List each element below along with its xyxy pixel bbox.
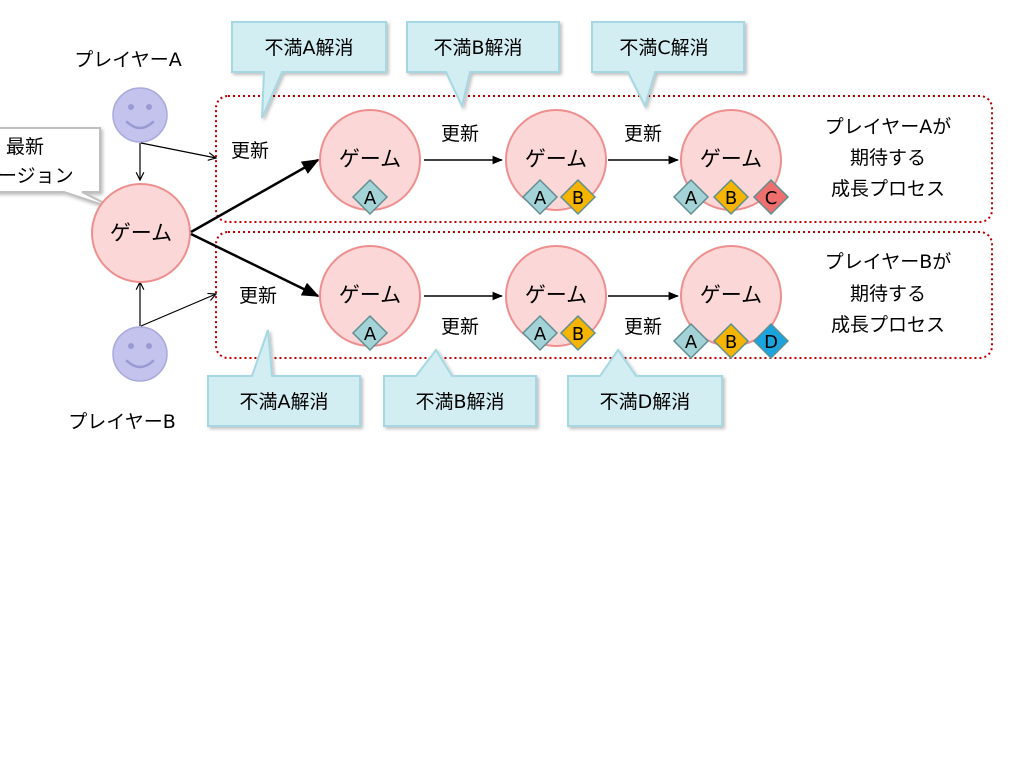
player-a-face-icon bbox=[112, 87, 168, 143]
connector-a-to-update bbox=[140, 142, 216, 158]
branch-arrow-a bbox=[190, 158, 320, 234]
callout-top-2-text: 不満B解消 bbox=[433, 37, 522, 59]
callout-bottom-2-text: 不満B解消 bbox=[415, 391, 504, 413]
row-a-game-1-badge-a: A bbox=[351, 178, 389, 216]
row-a-caption-line3: 成長プロセス bbox=[831, 178, 945, 200]
row-a-caption-line1: プレイヤーAが bbox=[825, 116, 951, 138]
row-a-game-1-label: ゲーム bbox=[339, 147, 401, 171]
row-b-game-3-badge-b: B bbox=[712, 322, 750, 360]
root-game-node: ゲーム bbox=[91, 183, 191, 283]
row-b-game-3: ゲーム bbox=[680, 245, 782, 347]
update-label-b-0: 更新 bbox=[239, 285, 277, 307]
row-a-game-1-badge-a-text: A bbox=[364, 188, 377, 209]
row-a-game-3-badge-a-text: A bbox=[685, 188, 698, 209]
row-a-caption: プレイヤーAが 期待する 成長プロセス bbox=[825, 116, 951, 200]
row-a-caption-line2: 期待する bbox=[850, 147, 926, 169]
player-a-process-box bbox=[215, 95, 993, 223]
row-b-game-3-badge-a-text: A bbox=[685, 332, 698, 353]
callout-bottom-1-text: 不満A解消 bbox=[240, 391, 329, 413]
row-a-game-3-badge-c-text: C bbox=[765, 188, 778, 209]
row-b-caption-line3: 成長プロセス bbox=[831, 314, 945, 336]
callout-top-3-text: 不満C解消 bbox=[619, 37, 708, 59]
callout-bottom-2: 不満B解消 bbox=[383, 348, 537, 427]
callout-bottom-3: 不満D解消 bbox=[567, 348, 723, 427]
row-a-game-2-badge-b-text: B bbox=[572, 188, 584, 209]
latest-version-line2: ージョン bbox=[0, 165, 74, 187]
latest-version-callout: 最新 ージョン bbox=[0, 127, 119, 211]
row-a-game-2-badge-b: B bbox=[559, 178, 597, 216]
update-label-a-1: 更新 bbox=[441, 123, 479, 145]
row-b-game-1-label: ゲーム bbox=[339, 283, 401, 307]
latest-version-line1: 最新 bbox=[6, 136, 44, 158]
callout-top-1: 不満A解消 bbox=[231, 21, 387, 119]
player-a-label: プレイヤーA bbox=[74, 49, 181, 71]
row-a-game-2-badge-a: A bbox=[521, 178, 559, 216]
callout-bottom-1: 不満A解消 bbox=[207, 329, 361, 427]
update-label-a-2: 更新 bbox=[624, 123, 662, 145]
row-b-game-3-badge-a: A bbox=[672, 322, 710, 360]
row-a-game-3: ゲーム bbox=[680, 109, 782, 211]
row-b-game-1: ゲーム bbox=[319, 245, 421, 347]
row-b-game-3-badge-d: D bbox=[752, 322, 790, 360]
row-a-game-3-badge-b: B bbox=[712, 178, 750, 216]
callout-top-3: 不満C解消 bbox=[591, 21, 745, 109]
connector-b-to-update bbox=[140, 294, 216, 327]
row-b-game-2-badge-b: B bbox=[559, 314, 597, 352]
row-a-game-3-label: ゲーム bbox=[700, 147, 762, 171]
row-b-game-2-label: ゲーム bbox=[525, 283, 587, 307]
update-label-a-0: 更新 bbox=[231, 140, 269, 162]
player-b-label: プレイヤーB bbox=[68, 411, 175, 433]
row-b-game-3-label: ゲーム bbox=[700, 283, 762, 307]
row-a-game-3-badge-c: C bbox=[752, 178, 790, 216]
row-b-caption-line2: 期待する bbox=[850, 283, 926, 305]
row-b-caption-line1: プレイヤーBが bbox=[825, 251, 951, 273]
row-b-game-1-badge-a: A bbox=[351, 314, 389, 352]
row-a-game-2-badge-a-text: A bbox=[534, 188, 547, 209]
callout-bottom-3-text: 不満D解消 bbox=[600, 391, 691, 413]
callout-top-2: 不満B解消 bbox=[406, 21, 560, 110]
row-b-game-2-badge-a-text: A bbox=[534, 324, 547, 345]
update-label-b-1: 更新 bbox=[441, 316, 479, 338]
row-a-game-2-label: ゲーム bbox=[525, 147, 587, 171]
row-a-game-3-badge-a: A bbox=[672, 178, 710, 216]
row-b-caption: プレイヤーBが 期待する 成長プロセス bbox=[825, 251, 951, 336]
row-b-game-2-badge-a: A bbox=[521, 314, 559, 352]
update-label-b-2: 更新 bbox=[624, 316, 662, 338]
row-b-game-3-badge-d-text: D bbox=[764, 332, 778, 353]
callout-top-1-text: 不満A解消 bbox=[265, 37, 354, 59]
root-game-label: ゲーム bbox=[110, 221, 172, 245]
branch-arrow-b bbox=[190, 232, 320, 298]
player-b-process-box bbox=[215, 231, 993, 359]
row-a-game-1: ゲーム bbox=[319, 109, 421, 211]
row-b-game-3-badge-b-text: B bbox=[725, 332, 737, 353]
row-a-game-3-badge-b-text: B bbox=[725, 188, 737, 209]
player-b-face-icon bbox=[112, 326, 168, 382]
row-b-game-1-badge-a-text: A bbox=[364, 324, 377, 345]
row-b-game-2-badge-b-text: B bbox=[572, 324, 584, 345]
